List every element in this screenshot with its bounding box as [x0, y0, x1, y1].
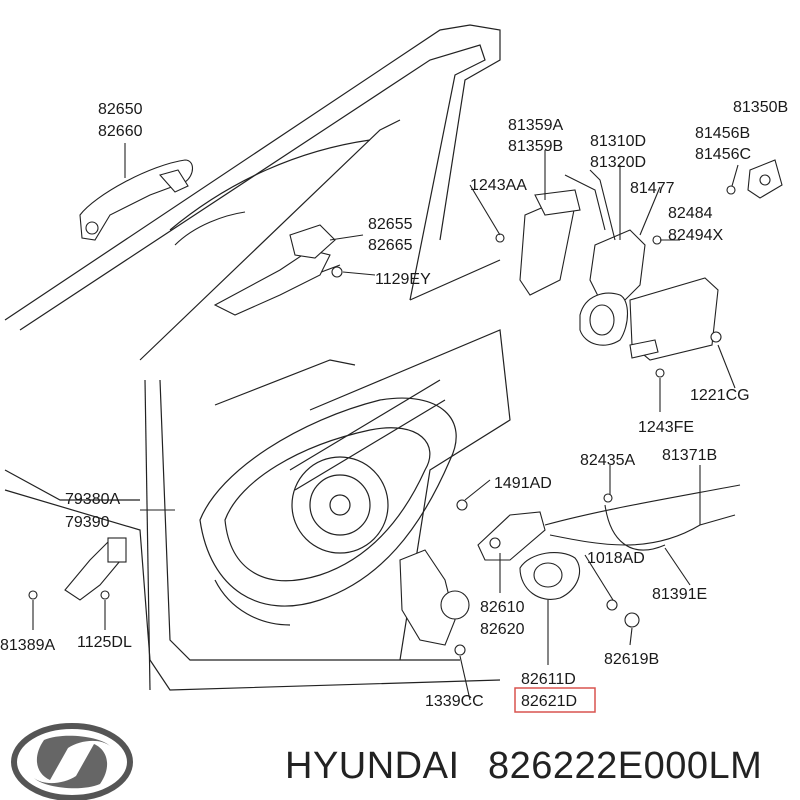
label-82619b: 82619B — [604, 651, 659, 668]
door-striker-part — [726, 159, 783, 199]
label-81350b: 81350B — [733, 99, 788, 116]
outside-handle-part — [79, 159, 194, 241]
footer-brand: HYUNDAI — [285, 745, 460, 787]
door-latch-part — [564, 169, 646, 346]
label-1221cg: 1221CG — [690, 387, 750, 404]
label-1243aa: 1243AA — [470, 177, 527, 194]
label-82610: 82610 — [480, 599, 525, 616]
highlight-box — [514, 687, 596, 713]
door-outline — [4, 24, 511, 691]
label-82484: 82484 — [668, 205, 713, 222]
label-82494x: 82494X — [668, 227, 723, 244]
inside-handle-part — [477, 511, 546, 561]
part-labels: 82650 82660 82655 82665 1129EY 81359A 81… — [0, 99, 788, 713]
label-82611d: 82611D — [521, 671, 576, 688]
label-81359b: 81359B — [508, 138, 563, 155]
label-79390: 79390 — [65, 514, 110, 531]
label-81320d: 81320D — [590, 154, 646, 171]
label-81371b: 81371B — [662, 447, 717, 464]
footer-part-number: 826222E000LM — [488, 745, 762, 787]
cap-82619b-part — [624, 612, 640, 628]
label-82660: 82660 — [98, 123, 143, 140]
latch-cover-part — [629, 235, 722, 378]
label-81310d: 81310D — [590, 133, 646, 150]
label-81477: 81477 — [630, 180, 675, 197]
handle-bezel-part — [519, 552, 580, 665]
label-82621d: 82621D — [521, 693, 577, 710]
label-82650: 82650 — [98, 101, 143, 118]
handle-frame-part — [174, 211, 343, 316]
label-82620: 82620 — [480, 621, 525, 638]
leader-lines — [32, 143, 739, 701]
window-motor-part — [399, 549, 470, 656]
label-1339cc: 1339CC — [425, 693, 484, 710]
label-81391e: 81391E — [652, 586, 707, 603]
screw-1018ad-part — [606, 599, 618, 611]
label-1243fe: 1243FE — [638, 419, 694, 436]
label-82435a: 82435A — [580, 452, 635, 469]
label-81389a: 81389A — [0, 637, 55, 654]
label-1018ad: 1018AD — [587, 550, 645, 567]
label-81359a: 81359A — [508, 117, 563, 134]
label-1491ad: 1491AD — [494, 475, 552, 492]
label-1129ey: 1129EY — [375, 271, 431, 288]
clip-1491ad-part — [456, 499, 468, 511]
label-82655: 82655 — [368, 216, 413, 233]
label-1125dl: 1125DL — [77, 634, 132, 651]
hyundai-logo — [11, 723, 133, 800]
door-check-part — [28, 537, 127, 601]
clip-82435a-part — [603, 493, 613, 503]
door-cables — [544, 484, 741, 551]
lock-bracket-part — [495, 189, 581, 296]
label-82665: 82665 — [368, 237, 413, 254]
label-81456b: 81456B — [695, 125, 750, 142]
label-81456c: 81456C — [695, 146, 751, 163]
label-79380a: 79380A — [65, 491, 120, 508]
